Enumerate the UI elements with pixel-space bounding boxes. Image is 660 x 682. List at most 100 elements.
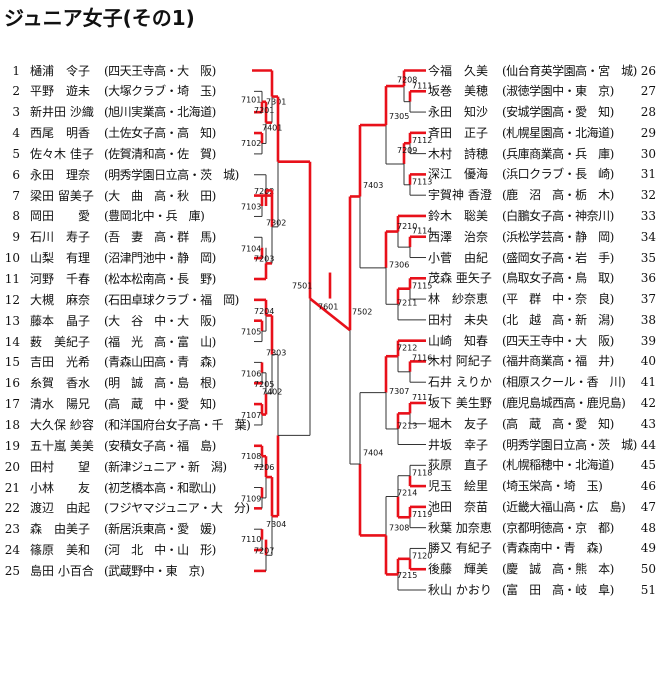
player-affiliation: (石田卓球クラブ・福 岡) xyxy=(104,292,239,307)
player-number: 15 xyxy=(4,355,20,370)
player-row: 秋山 かおり(富 田 高・岐 阜)51 xyxy=(0,581,660,599)
player-affiliation: (大 谷 中・大 阪) xyxy=(104,313,216,328)
match-label: 7211 xyxy=(397,299,417,308)
player-name: 坂巻 美穂 xyxy=(428,84,489,99)
player-number: 9 xyxy=(12,230,20,245)
match-label: 7501 xyxy=(292,282,312,291)
player-affiliation: (大塚クラブ・埼 玉) xyxy=(104,84,216,99)
player-number: 33 xyxy=(640,208,656,223)
player-affiliation: (相原スクール・香 川) xyxy=(502,375,626,390)
player-row: 池田 奈苗(近畿大福山高・広 島)47 xyxy=(0,498,660,516)
player-number: 37 xyxy=(640,292,656,307)
player-number: 49 xyxy=(640,541,656,556)
player-number: 48 xyxy=(640,520,656,535)
player-affiliation: (青森山田高・青 森) xyxy=(104,355,216,370)
player-number: 39 xyxy=(640,333,656,348)
player-number: 30 xyxy=(640,146,656,161)
player-affiliation: (明秀学園日立高・茨 城) xyxy=(104,167,239,182)
match-label: 7205 xyxy=(254,380,274,389)
player-row: 西澤 治奈(浜松学芸高・静 岡)34 xyxy=(0,228,660,246)
player-number: 1 xyxy=(12,63,20,78)
match-label: 7214 xyxy=(397,489,417,498)
player-number: 23 xyxy=(4,522,20,537)
player-number: 5 xyxy=(12,146,20,161)
player-name: 宇賀神 香澄 xyxy=(428,188,492,203)
player-name: 渡辺 由起 xyxy=(30,501,91,516)
player-number: 21 xyxy=(4,480,20,495)
match-label: 7302 xyxy=(266,218,286,227)
player-number: 4 xyxy=(12,126,20,141)
player-name: 坂下 美生野 xyxy=(428,395,492,410)
player-affiliation: (北 越 高・新 潟) xyxy=(502,312,614,327)
player-number: 34 xyxy=(640,229,656,244)
player-name: 児玉 絵里 xyxy=(428,479,489,494)
player-number: 16 xyxy=(4,376,20,391)
player-row: 後藤 輝美(慶 誠 高・熊 本)50 xyxy=(0,560,660,578)
match-label: 7304 xyxy=(266,520,286,529)
player-affiliation: (四天王寺中・大 阪) xyxy=(502,333,614,348)
match-label: 7119 xyxy=(412,510,432,519)
match-label: 7301 xyxy=(266,98,286,107)
player-affiliation: (札幌星園高・北海道) xyxy=(502,125,614,140)
player-name: 篠原 美和 xyxy=(30,543,91,558)
player-number: 36 xyxy=(640,271,656,286)
match-label: 7113 xyxy=(412,177,432,186)
player-number: 12 xyxy=(4,292,20,307)
player-number: 6 xyxy=(12,167,20,182)
player-affiliation: (四天王寺高・大 阪) xyxy=(104,63,216,78)
player-row: 荻原 直子(札幌稲穂中・北海道)45 xyxy=(0,456,660,474)
player-affiliation: (松本松南高・長 野) xyxy=(104,272,216,286)
player-name: 池田 奈苗 xyxy=(428,499,489,514)
match-label: 7111 xyxy=(412,81,432,90)
player-number: 32 xyxy=(640,188,656,203)
player-affiliation: (白鵬女子高・神奈川) xyxy=(502,208,614,223)
player-number: 20 xyxy=(4,459,20,474)
player-affiliation: (土佐女子高・高 知) xyxy=(104,126,216,141)
match-label: 7502 xyxy=(352,307,372,316)
player-name: 堀木 友子 xyxy=(428,416,489,431)
player-affiliation: (埼玉栄高・埼 玉) xyxy=(502,479,603,494)
player-affiliation: (旭川実業高・北海道) xyxy=(104,105,216,120)
player-name: 大久保 紗容 xyxy=(30,417,94,432)
player-row: 坂下 美生野(鹿児島城西高・鹿児島)42 xyxy=(0,394,660,412)
player-row: 児玉 絵里(埼玉栄高・埼 玉)46 xyxy=(0,477,660,495)
match-label: 7201 xyxy=(254,106,274,115)
match-label: 7112 xyxy=(412,136,432,145)
player-affiliation: (福 光 高・富 山) xyxy=(104,334,216,349)
match-label: 7103 xyxy=(241,203,261,212)
player-name: 藤本 晶子 xyxy=(30,313,91,328)
player-affiliation: (平 群 中・奈 良) xyxy=(502,292,614,307)
player-name: 梁田 留美子 xyxy=(30,188,94,203)
player-affiliation: (富 田 高・岐 阜) xyxy=(502,583,614,597)
match-label: 7202 xyxy=(254,187,274,196)
player-name: 河野 千春 xyxy=(30,272,91,286)
player-name: 田村 望 xyxy=(30,459,91,474)
match-label: 7601 xyxy=(318,303,338,312)
match-label: 7204 xyxy=(254,307,274,316)
match-label: 7109 xyxy=(241,495,261,504)
player-name: 大槻 麻奈 xyxy=(30,292,91,307)
player-number: 47 xyxy=(640,499,656,514)
match-label: 7207 xyxy=(254,547,274,556)
player-affiliation: (福井商業高・福 井) xyxy=(502,354,614,369)
player-name: 木村 詩穂 xyxy=(428,146,489,161)
player-name: 井坂 幸子 xyxy=(428,437,489,452)
player-affiliation: (武蔵野中・東 京) xyxy=(104,563,205,578)
player-row: 林 紗奈恵(平 群 中・奈 良)37 xyxy=(0,290,660,308)
player-affiliation: (青森南中・青 森) xyxy=(502,541,603,556)
player-row: 勝又 有紀子(青森南中・青 森)49 xyxy=(0,539,660,557)
match-label: 7118 xyxy=(412,468,432,477)
player-row: 石井 えりか(相原スクール・香 川)41 xyxy=(0,373,660,391)
player-name: 石川 寿子 xyxy=(30,230,91,245)
player-row: 小菅 由紀(盛岡女子高・岩 手)35 xyxy=(0,249,660,267)
player-name: 秋葉 加奈恵 xyxy=(428,520,492,535)
